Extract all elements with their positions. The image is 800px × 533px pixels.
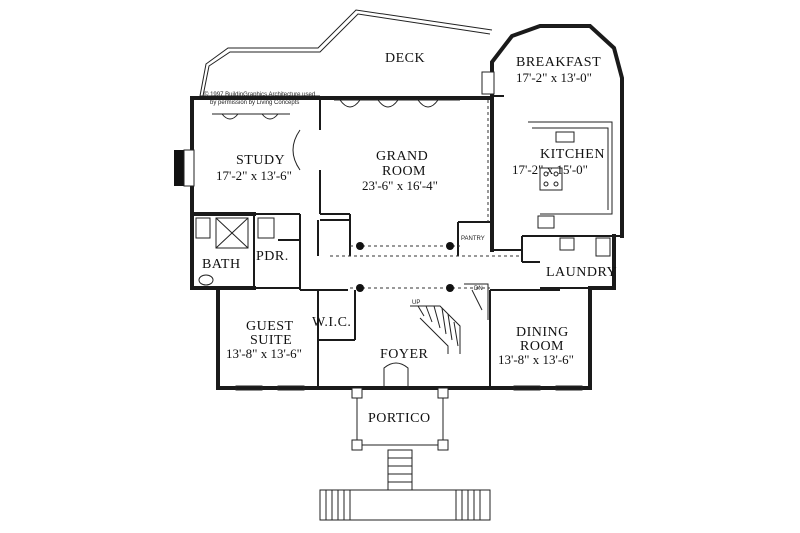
stair-down-label: DN xyxy=(474,286,483,292)
breakfast-bay xyxy=(481,24,624,212)
deck-label: DECK xyxy=(385,51,425,66)
kitchen-label: KITCHEN xyxy=(540,147,605,162)
laundry-label: LAUNDRY xyxy=(546,265,617,280)
grand-room-dim: 23'-6" x 16'-4" xyxy=(362,178,438,193)
copyright-line2: by permission by Living Concepts xyxy=(210,100,299,106)
columns xyxy=(356,242,454,292)
dining-room-label-1: DINING xyxy=(516,325,569,340)
pantry-label: PANTRY xyxy=(461,236,485,242)
front-steps xyxy=(319,449,491,521)
grand-room-label-2: ROOM xyxy=(382,164,426,179)
deck-outline xyxy=(199,9,493,97)
dashed-openings xyxy=(330,100,522,289)
bath-label: BATH xyxy=(202,257,241,272)
front-windows xyxy=(235,385,583,391)
guest-suite-label-1: GUEST xyxy=(246,319,294,334)
bath-fixtures xyxy=(195,217,275,286)
kitchen-dim: 17'-2" x 15'-0" xyxy=(512,162,588,177)
north-openings xyxy=(212,99,460,171)
portico-label: PORTICO xyxy=(368,411,431,426)
foyer-label: FOYER xyxy=(380,347,429,362)
grand-room-label-1: GRAND xyxy=(376,149,428,164)
kitchen-fixtures xyxy=(528,121,613,257)
copyright-line1: © 1997 BuildinGraphics Architecture used xyxy=(204,91,315,98)
study-label: STUDY xyxy=(236,153,285,168)
wic-label: W.I.C. xyxy=(312,315,351,330)
pdr-label: PDR. xyxy=(256,249,289,264)
guest-suite-dim: 13'-8" x 13'-6" xyxy=(226,346,302,361)
dining-room-dim: 13'-8" x 13'-6" xyxy=(498,352,574,367)
study-dim: 17'-2" x 13'-6" xyxy=(216,168,292,183)
stair-up-label: UP xyxy=(412,300,420,306)
portico-structure xyxy=(351,362,449,451)
dining-room-label-2: ROOM xyxy=(520,339,564,354)
breakfast-label: BREAKFAST xyxy=(516,55,601,70)
interior-walls xyxy=(253,98,622,388)
breakfast-dim: 17'-2" x 13'-0" xyxy=(516,70,592,85)
guest-suite-label-2: SUITE xyxy=(250,333,292,348)
staircase xyxy=(410,283,489,354)
